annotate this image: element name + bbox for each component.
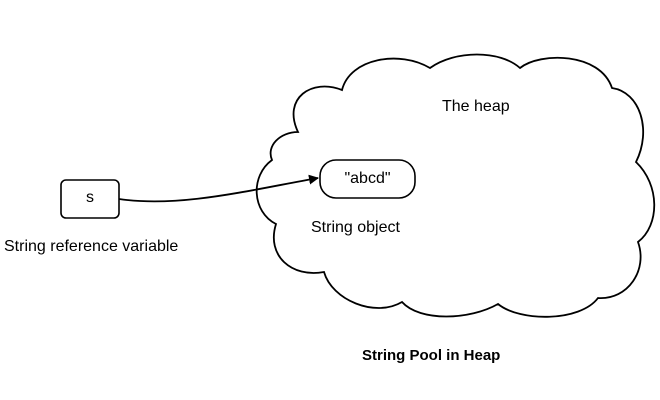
heap-cloud-shape [255,53,656,318]
reference-variable-caption: String reference variable [4,238,179,255]
diagram-caption: String Pool in Heap [362,347,501,364]
string-object-value: "abcd" [344,170,391,187]
string-object-pill [319,159,416,199]
reference-variable-name: s [86,189,94,206]
heap-label: The heap [442,98,510,115]
reference-arrow [118,174,319,203]
string-object-caption: String object [311,219,400,236]
